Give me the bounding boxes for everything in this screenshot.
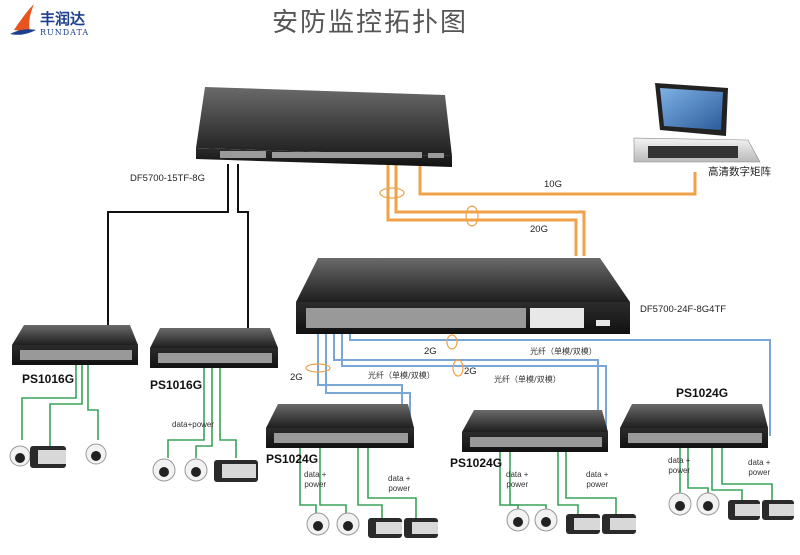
- fiber-a-label: 光纤（单模/双模）: [368, 371, 435, 380]
- edge5-label: PS1024G: [676, 386, 729, 400]
- rundata-logo: [10, 4, 36, 35]
- fiber-b-label: 光纤（单模/双模）: [530, 347, 597, 356]
- edge4-label: PS1024G: [450, 456, 503, 470]
- camera-group-5: [668, 492, 794, 520]
- poe-cables: [21, 365, 773, 520]
- edge-switch-4: [462, 410, 608, 452]
- matrix-server: [633, 83, 761, 163]
- fiber-c-label: 光纤（单模/双模）: [494, 375, 561, 384]
- link-10g-label: 10G: [544, 179, 562, 190]
- edge-switch-3: [266, 404, 414, 448]
- link-core-edge1: [107, 164, 229, 327]
- link-10g-fiber: [418, 164, 697, 196]
- link-agg-edge5: [349, 330, 771, 436]
- edge1-label: PS1016G: [22, 372, 75, 386]
- page-title: 安防监控拓扑图: [272, 8, 469, 38]
- poe-label-4a: data +power: [506, 470, 529, 489]
- poe-label-5b: data +power: [748, 458, 771, 477]
- link-20g-label: 20G: [530, 224, 548, 235]
- link-2g-a-label: 2G: [290, 372, 303, 383]
- camera-group-1: [9, 443, 107, 468]
- camera-group-4: [506, 508, 636, 534]
- brand-name-en: RUNDATA: [40, 28, 90, 37]
- poe-label-3a: data +power: [304, 470, 327, 489]
- link-2g-b-label: 2G: [424, 346, 437, 357]
- edge2-label: PS1016G: [150, 378, 203, 392]
- link-20g-fiber: [386, 164, 586, 256]
- edge-switch-5: [620, 404, 768, 448]
- aggregation-switch: [296, 258, 630, 334]
- link-core-edge2: [237, 164, 249, 330]
- core-switch: [196, 87, 452, 167]
- camera-group-3: [306, 512, 438, 538]
- edge-switch-2: [150, 328, 278, 368]
- edge-switch-1: [12, 325, 138, 365]
- brand-name-cn: 丰润达: [40, 10, 86, 28]
- poe-label-5a: data +power: [668, 456, 691, 475]
- link-2g-c-label: 2G: [464, 366, 477, 377]
- link-2g-marks: [305, 334, 464, 377]
- poe-label-4b: data +power: [586, 470, 609, 489]
- poe-label-2: data+power: [172, 420, 215, 429]
- matrix-label: 高清数字矩阵: [708, 166, 771, 178]
- poe-label-3b: data +power: [388, 474, 411, 493]
- link-bundle-marks: [379, 187, 479, 227]
- agg-switch-label: DF5700-24F-8G4TF: [640, 304, 727, 315]
- core-switch-label: DF5700-15TF-8G: [130, 173, 205, 184]
- link-agg-edge4: [333, 330, 607, 440]
- edge3-label: PS1024G: [266, 452, 319, 466]
- camera-group-2: [152, 458, 258, 482]
